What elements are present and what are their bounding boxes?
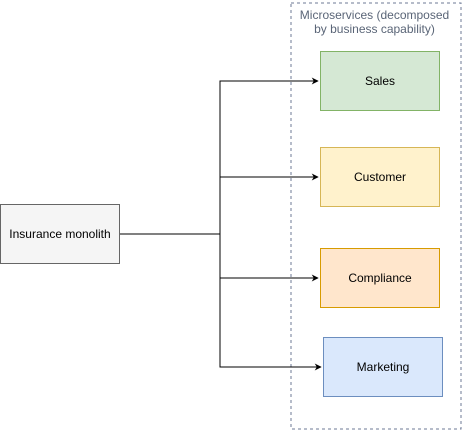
customer-service-box[interactable]: Customer [320,147,440,207]
connector-to-sales [219,77,319,234]
connector-to-customer [219,173,319,234]
compliance-service-box[interactable]: Compliance [320,248,440,308]
marketing-service-label: Marketing [356,360,410,374]
connector-to-compliance [219,234,319,282]
container-label-line-1: Microservices (decomposed [299,8,450,22]
insurance-monolith-box[interactable]: Insurance monolith [0,204,120,264]
connector-to-marketing [219,234,322,371]
compliance-service-label: Compliance [348,271,412,285]
microservices-container-label: Microservices (decomposed by business ca… [292,8,457,36]
microservices-container [290,2,462,430]
sales-service-label: Sales [364,74,396,88]
marketing-service-box[interactable]: Marketing [323,337,443,397]
insurance-monolith-label: Insurance monolith [9,227,111,241]
sales-service-box[interactable]: Sales [320,51,440,111]
connectors [120,77,322,371]
customer-service-label: Customer [353,170,406,184]
container-label-line-2: by business capability) [314,22,435,36]
